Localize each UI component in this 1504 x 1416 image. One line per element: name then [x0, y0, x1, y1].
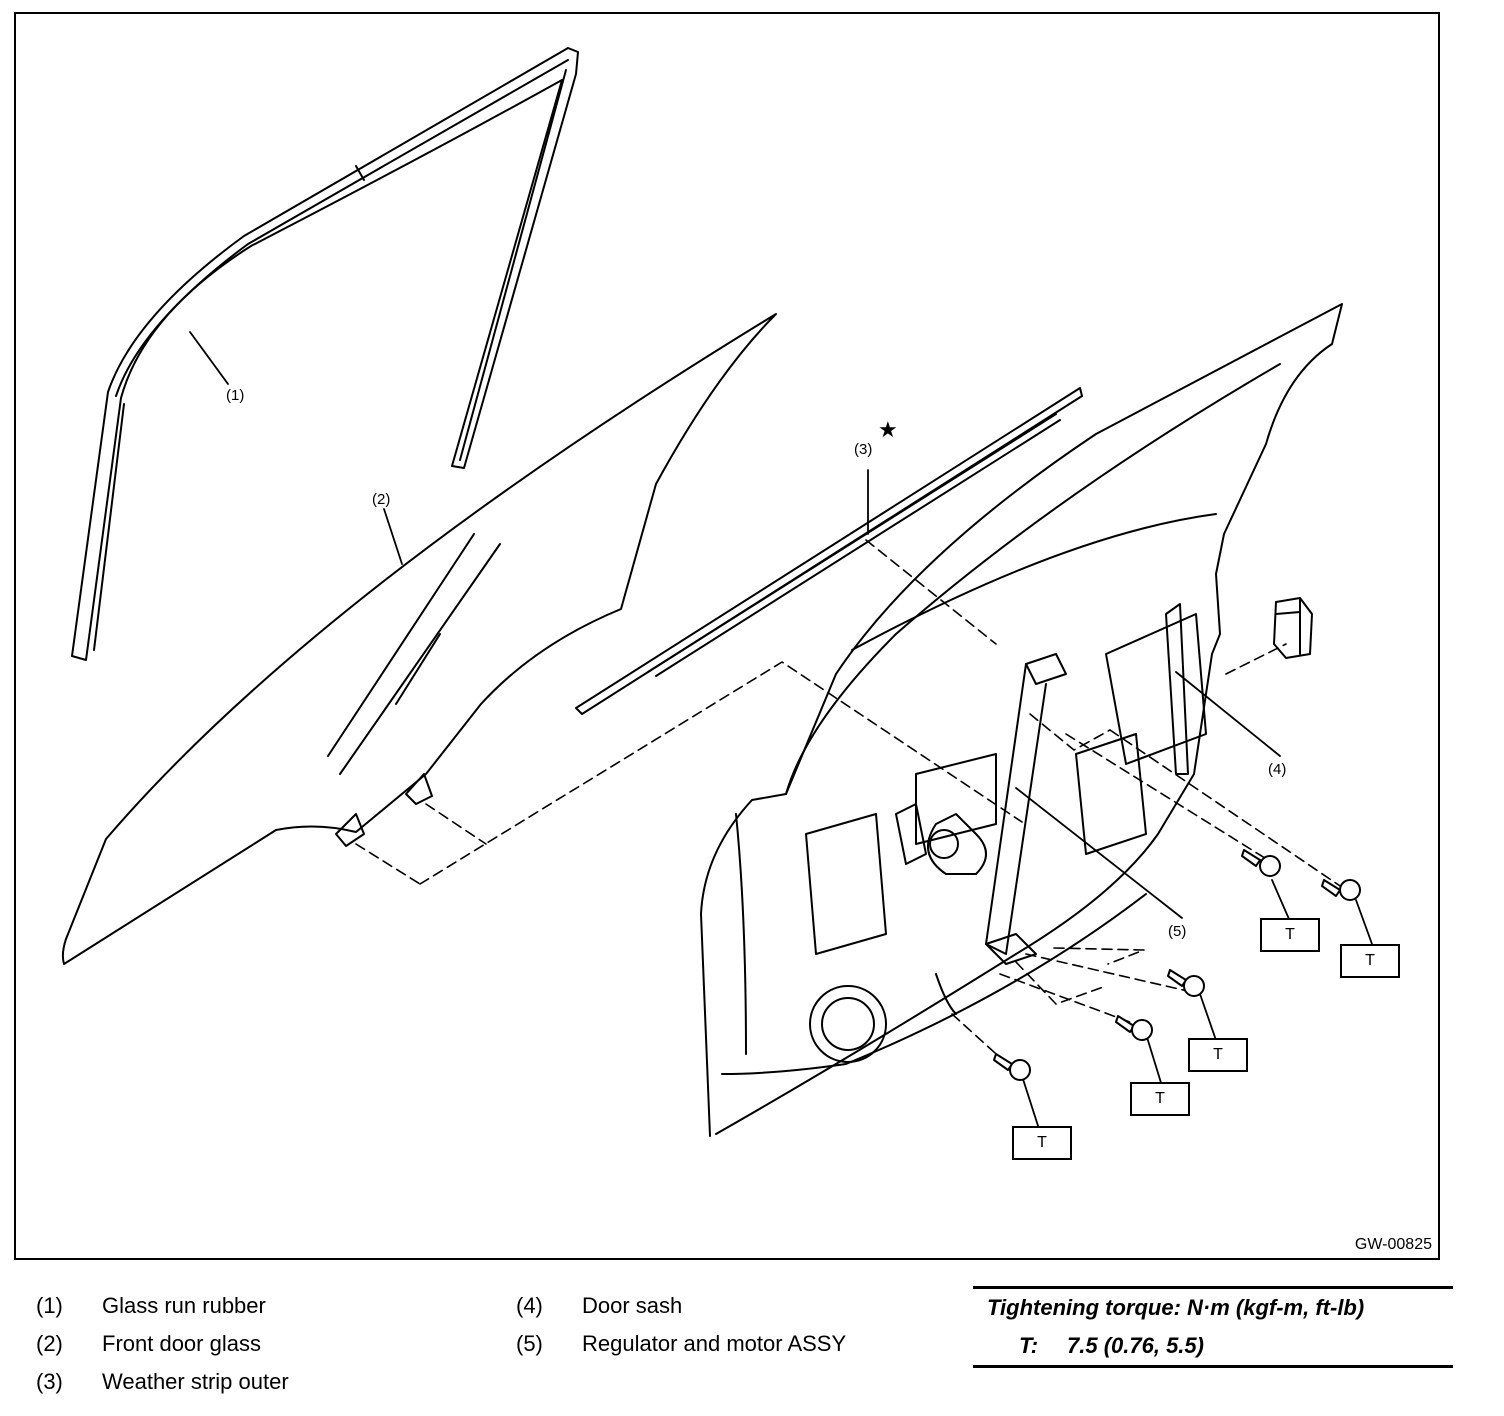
glass-run-rubber: [71, 47, 579, 661]
callout-3: (3): [854, 441, 873, 458]
torque-code: T:: [1019, 1333, 1039, 1358]
bolt: [1115, 1015, 1153, 1041]
torque-label: T: [1012, 1126, 1072, 1160]
leader-lines: [189, 331, 1373, 1133]
bolts: [993, 849, 1361, 1081]
callout-2: (2): [372, 491, 391, 508]
bolt: [1241, 849, 1281, 877]
weather-strip-outer: [575, 387, 1083, 715]
legend-number: (1): [36, 1293, 63, 1318]
torque-label: T: [1130, 1082, 1190, 1116]
front-door-glass: [61, 313, 777, 965]
callout-4: (4): [1268, 761, 1287, 778]
callout-1: (1): [226, 387, 245, 404]
bolt: [993, 1053, 1031, 1081]
torque-label: T: [1188, 1038, 1248, 1072]
legend-label: Door sash: [582, 1293, 683, 1318]
bolt: [1167, 969, 1205, 997]
callout-5: (5): [1168, 923, 1187, 940]
legend-label: Front door glass: [102, 1331, 261, 1356]
torque-value: 7.5 (0.76, 5.5): [1067, 1333, 1204, 1358]
legend-number: (3): [36, 1369, 63, 1394]
legend-label: Regulator and motor ASSY: [582, 1331, 847, 1356]
torque-label: T: [1260, 918, 1320, 952]
figure-id: GW-00825: [1354, 1236, 1432, 1253]
torque-label: T: [1340, 944, 1400, 978]
legend-number: (4): [516, 1293, 543, 1318]
door-panel: [700, 303, 1343, 1137]
exploded-diagram: (1) (2) (3) ★ (4) (5) T T T T T GW-00825: [14, 12, 1440, 1260]
legend-label: Glass run rubber: [102, 1293, 266, 1318]
torque-spec: Tightening torque: N·m (kgf-m, ft-lb) T:…: [973, 1286, 1453, 1368]
legend-number: (5): [516, 1331, 543, 1356]
star-icon: ★: [878, 417, 898, 442]
diagram-drawing: [61, 47, 1373, 1137]
clip-part: [1273, 597, 1313, 659]
legend-label: Weather strip outer: [102, 1369, 289, 1394]
legend-number: (2): [36, 1331, 63, 1356]
torque-title: Tightening torque: N·m (kgf-m, ft-lb): [987, 1295, 1365, 1320]
bolt: [1321, 879, 1361, 901]
